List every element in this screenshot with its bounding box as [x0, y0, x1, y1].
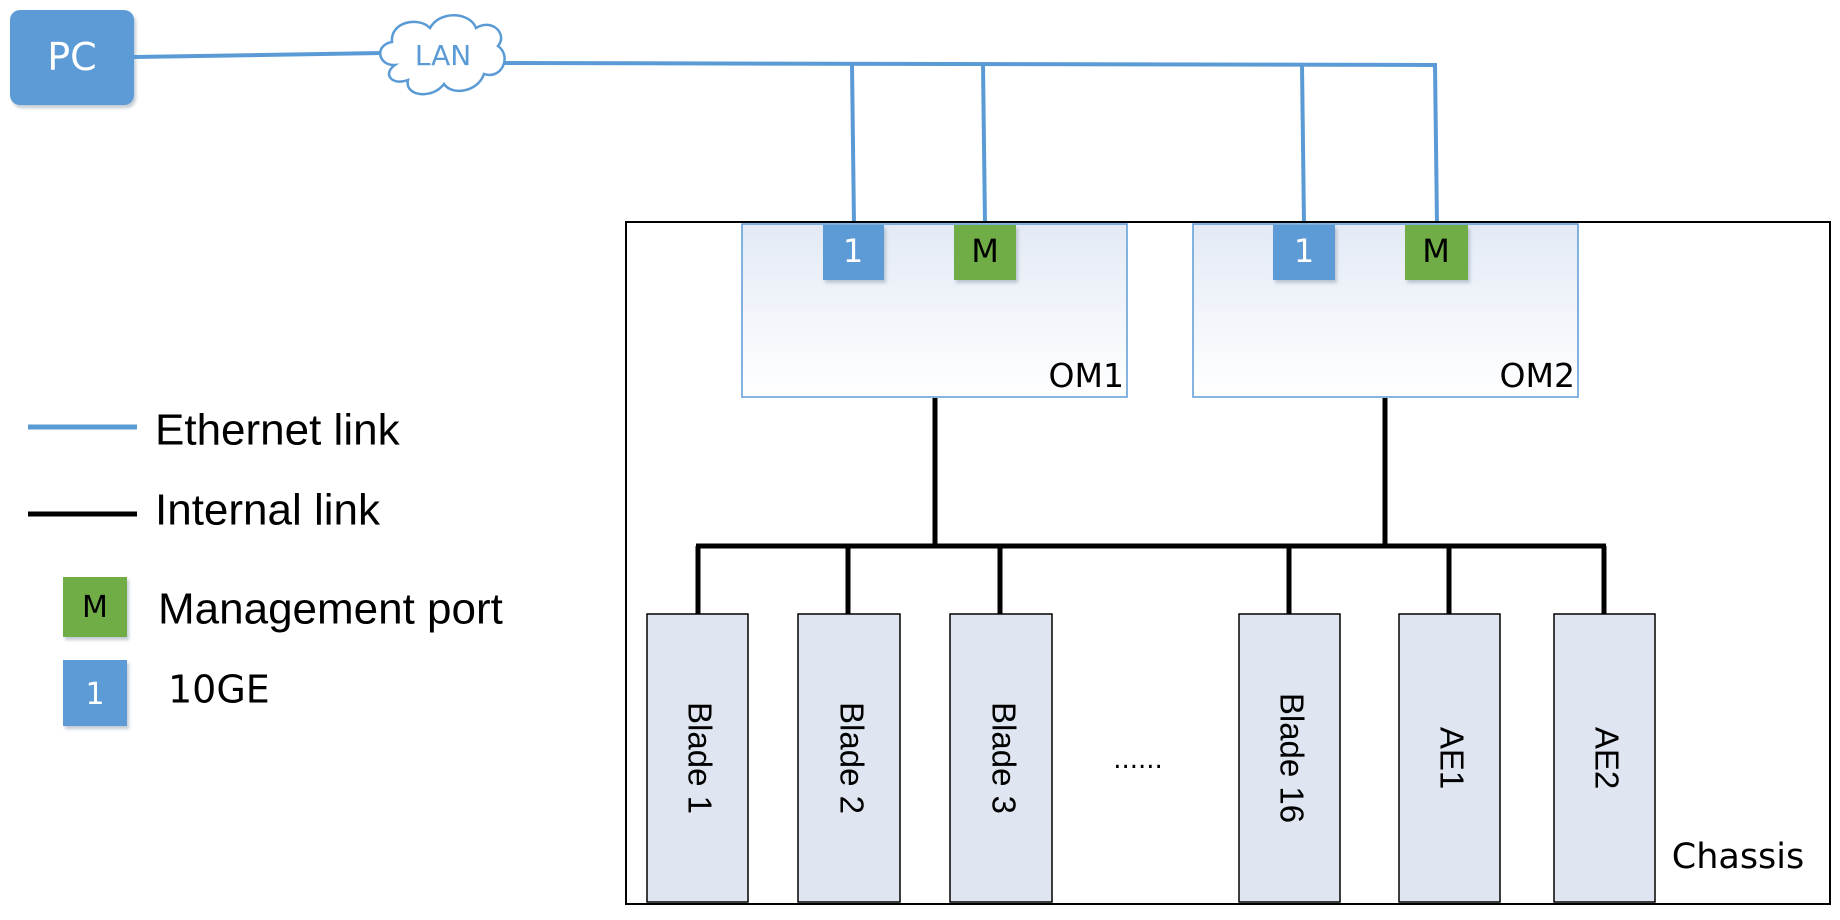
om2-port-10ge-label: 1 — [1294, 232, 1314, 270]
om1-port-10ge-label: 1 — [843, 232, 863, 270]
legend-10ge-symbol: 1 — [85, 677, 104, 712]
legend-10ge-swatch — [63, 660, 127, 726]
ethernet-link-lan-bus — [491, 61, 1438, 67]
legend-ethernet-link-label: Ethernet link — [155, 406, 401, 455]
blade-1: Blade 1 — [646, 613, 749, 903]
om1-port-management — [954, 225, 1016, 280]
blade-ae2: AE2 — [1553, 613, 1656, 903]
blade-label: AE1 — [1433, 727, 1470, 789]
om2-port-management-label: M — [1422, 232, 1450, 270]
legend-10ge-label: 10GE — [168, 668, 270, 712]
blade-2: Blade 2 — [797, 613, 901, 903]
blade-label: Blade 1 — [681, 702, 718, 814]
om1-port-10ge — [823, 225, 884, 280]
blade-3: Blade 3 — [949, 613, 1053, 903]
blade-label: Blade 3 — [985, 702, 1022, 814]
internal-links — [695, 398, 1607, 614]
om1-label: OM1 — [1049, 356, 1124, 395]
legend: Ethernet link Internal link M Management… — [28, 406, 503, 726]
blade-label: Blade 16 — [1273, 693, 1310, 823]
om2-port-10ge — [1273, 225, 1335, 280]
blade-16: Blade 16 — [1238, 613, 1341, 903]
legend-internal-link-label: Internal link — [155, 486, 381, 535]
om2-port-management — [1405, 225, 1468, 280]
legend-management-port-swatch — [63, 577, 127, 637]
blade-ae1: AE1 — [1398, 613, 1501, 903]
om2-board: 1 M OM2 — [1192, 223, 1579, 398]
ethernet-links — [133, 51, 1439, 226]
om2-label: OM2 — [1500, 356, 1575, 395]
chassis-label: Chassis — [1672, 837, 1805, 877]
om1-board: 1 M OM1 — [741, 223, 1128, 398]
om1-port-management-label: M — [971, 232, 999, 270]
blade-ellipsis: ...... — [1113, 745, 1163, 775]
ethernet-link-om2-port1 — [1300, 64, 1306, 226]
blade-label: Blade 2 — [833, 702, 870, 814]
ethernet-link-om2-portm — [1433, 64, 1439, 226]
ethernet-link-om1-port1 — [850, 64, 856, 226]
ethernet-link-pc-lan — [133, 51, 386, 59]
pc-label: PC — [47, 35, 96, 79]
lan-cloud-icon: LAN — [379, 14, 506, 96]
blade-label: AE2 — [1588, 727, 1625, 789]
ethernet-link-om1-portm — [981, 64, 987, 226]
legend-management-port-label: Management port — [158, 585, 503, 634]
pc-node: PC — [10, 10, 134, 105]
lan-label: LAN — [415, 39, 471, 72]
legend-management-port-symbol: M — [82, 590, 108, 625]
